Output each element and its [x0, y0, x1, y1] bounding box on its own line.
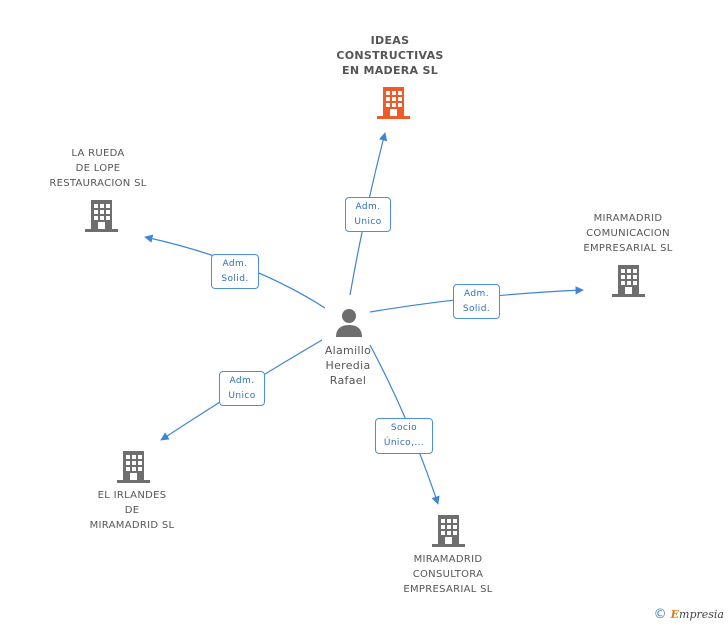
- person-label-line: Heredia: [325, 359, 371, 372]
- edge-label-line: Solid.: [462, 304, 491, 314]
- company-label-line: CONSTRUCTIVAS: [336, 49, 444, 62]
- person-icon[interactable]: [335, 307, 363, 337]
- edge-label-line: Unico: [228, 391, 256, 401]
- edge-label-line: Adm.: [464, 289, 489, 299]
- company-label-line: DE: [124, 505, 140, 516]
- company-label-line: IDEAS: [370, 34, 410, 47]
- company-label-line: EMPRESARIAL SL: [583, 243, 673, 254]
- edge-label-comunicacion[interactable]: Adm. Solid.: [453, 284, 500, 319]
- edge-label-line: Unico: [354, 217, 382, 227]
- company-label-rueda[interactable]: LA RUEDA DE LOPE RESTAURACION SL: [38, 146, 158, 191]
- company-label-irlandes[interactable]: EL IRLANDES DE MIRAMADRID SL: [72, 488, 192, 533]
- company-label-line: RESTAURACION SL: [49, 178, 147, 189]
- company-label-line: EN MADERA SL: [342, 64, 438, 77]
- person-label-line: Alamillo: [324, 344, 372, 357]
- person-label[interactable]: Alamillo Heredia Rafael: [300, 343, 396, 388]
- edge-label-consultora[interactable]: Socio Único,...: [375, 418, 433, 454]
- edge-label-irlandes[interactable]: Adm. Unico: [219, 371, 265, 406]
- company-label-line: MIRAMADRID: [593, 213, 663, 224]
- company-label-consultora[interactable]: MIRAMADRID CONSULTORA EMPRESARIAL SL: [386, 552, 510, 597]
- footer-brand: ©Empresia: [654, 607, 724, 622]
- company-label-line: EMPRESARIAL SL: [403, 584, 493, 595]
- building-icon-rueda[interactable]: [85, 198, 118, 232]
- company-label-ideas[interactable]: IDEAS CONSTRUCTIVAS EN MADERA SL: [320, 33, 460, 78]
- building-icon-comunicacion[interactable]: [612, 263, 645, 297]
- company-label-line: COMUNICACION: [586, 228, 670, 239]
- company-label-comunicacion[interactable]: MIRAMADRID COMUNICACION EMPRESARIAL SL: [566, 211, 690, 256]
- edge-label-ideas[interactable]: Adm. Unico: [345, 197, 391, 232]
- edge-label-line: Adm.: [355, 202, 381, 212]
- company-label-line: CONSULTORA: [412, 569, 484, 580]
- edge-label-line: Socio: [390, 423, 418, 433]
- building-icon-irlandes[interactable]: [117, 449, 150, 483]
- company-label-line: DE LOPE: [75, 163, 121, 174]
- copyright-icon: ©: [653, 607, 667, 622]
- brand-logo-initial: E: [670, 608, 680, 621]
- edge-label-line: Adm.: [229, 376, 255, 386]
- building-icon-consultora[interactable]: [432, 513, 465, 547]
- edge-label-line: Adm.: [222, 259, 248, 269]
- company-label-line: MIRAMADRID: [413, 554, 483, 565]
- edge-label-rueda[interactable]: Adm. Solid.: [211, 254, 259, 289]
- edge-label-line: Único,...: [383, 438, 425, 448]
- person-label-line: Rafael: [329, 374, 367, 387]
- company-label-line: MIRAMADRID SL: [89, 520, 175, 531]
- brand-logo[interactable]: Empresia: [671, 608, 724, 621]
- company-label-line: EL IRLANDES: [97, 490, 167, 501]
- edge-label-line: Solid.: [221, 274, 249, 284]
- brand-logo-text: mpresia: [679, 608, 724, 621]
- company-label-line: LA RUEDA: [71, 148, 125, 159]
- building-icon-ideas[interactable]: [377, 85, 410, 119]
